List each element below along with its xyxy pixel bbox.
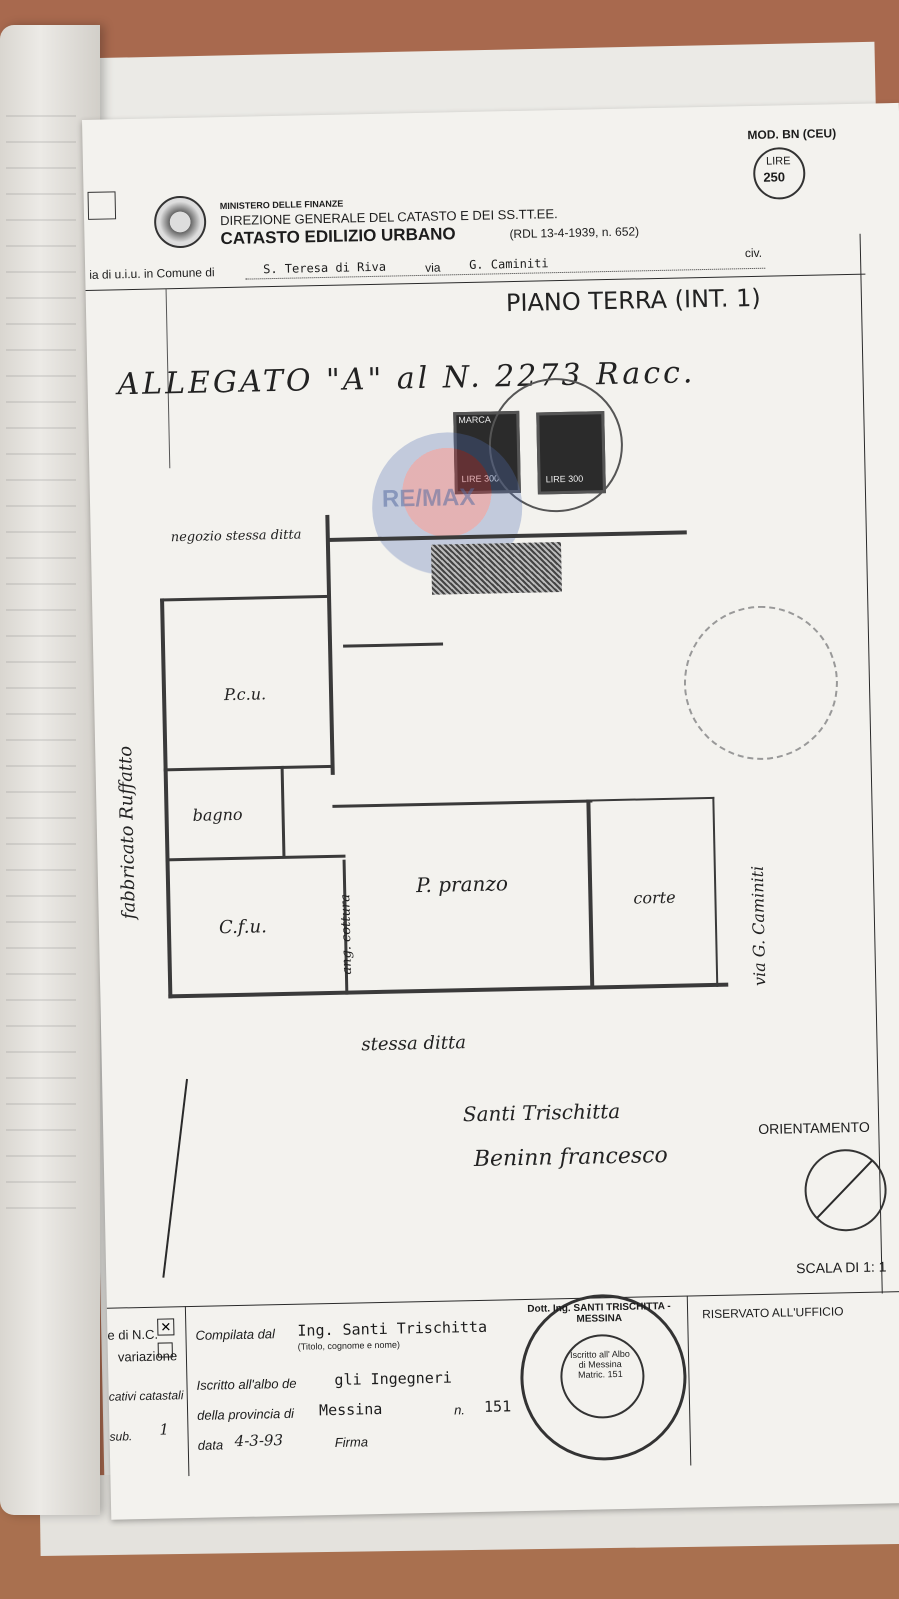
iscritto-label: Iscritto all'albo de <box>196 1375 297 1393</box>
fabbricato-label: fabbricato Ruffatto <box>115 745 140 920</box>
center-wall <box>325 514 335 775</box>
pranzo-label: P. pranzo <box>415 871 509 898</box>
via-caminiti-label: via G. Caminiti <box>747 865 770 987</box>
iscritto-value: gli Ingegneri <box>334 1368 453 1389</box>
landing-wall <box>343 642 444 648</box>
stamp-1-marca: MARCA <box>458 414 491 426</box>
piano-label: PIANO TERRA (INT. 1) <box>505 283 761 318</box>
provincia-value: Messina <box>318 1399 383 1420</box>
location-prefix: ia di u.i.u. in Comune di <box>89 265 215 282</box>
n-value: 151 <box>483 1397 512 1416</box>
upper-left-wall <box>160 594 331 602</box>
nc-label: e di N.C. <box>107 1326 159 1343</box>
lire-value: 250 <box>763 169 786 185</box>
catastali-label: cativi catastali <box>108 1388 184 1404</box>
binder-page-left <box>0 25 100 1515</box>
corte-label: corte <box>633 887 676 908</box>
watermark-text: RE/MAX <box>381 483 476 513</box>
compass-icon <box>803 1148 888 1233</box>
cadastral-form: MOD. BN (CEU) LIRE 250 MINISTERO DELLE F… <box>82 102 899 1520</box>
seal-outer-text: Dott. Ing. SANTI TRISCHITTA - MESSINA <box>527 1300 671 1325</box>
provincia-label: della provincia di <box>196 1405 295 1423</box>
scale-label: SCALA DI 1: 1 <box>796 1258 887 1277</box>
sub-value: 1 <box>159 1420 170 1439</box>
catasto-title: CATASTO EDILIZIO URBANO <box>220 224 456 249</box>
corner-box <box>87 191 117 220</box>
compilata-label: Compilata dal <box>195 1326 276 1343</box>
left-wall <box>160 598 173 999</box>
rdl: (RDL 13-4-1939, n. 652) <box>509 224 640 242</box>
room-1-label: P.c.u. <box>223 684 267 705</box>
corte-top-wall <box>586 796 715 802</box>
ministry: MINISTERO DELLE FINANZE <box>219 198 344 212</box>
emblem-icon <box>153 195 207 249</box>
via-label: via <box>425 260 441 275</box>
bagno-wall <box>165 854 346 862</box>
cottura-label: ang. cottura <box>338 893 355 975</box>
corte-right-wall <box>712 796 719 987</box>
negozio-label: negozio stessa ditta <box>170 527 302 546</box>
mid-wall <box>163 764 334 772</box>
bottom-wall <box>168 982 729 999</box>
stessa-ditta-label: stessa ditta <box>361 1032 467 1056</box>
nc-checkbox: ✕ <box>157 1318 175 1336</box>
office-stamp <box>682 604 840 762</box>
comune-value: S. Teresa di Riva <box>263 259 387 277</box>
allegato-label: ALLEGATO "A" al N. 2273 Racc. <box>117 355 696 403</box>
signature-stroke <box>162 1078 189 1278</box>
data-value: 4-3-93 <box>234 1431 284 1451</box>
seal-inner-text: Iscritto all' Albo di Messina Matric. 15… <box>569 1348 630 1380</box>
titolo-hint: (Titolo, cognome e nome) <box>297 1339 401 1352</box>
footer-col-2 <box>686 1295 692 1466</box>
data-label: data <box>197 1437 224 1453</box>
bagno-side-wall <box>280 765 286 858</box>
sub-label: sub. <box>109 1429 133 1444</box>
bagno-label: bagno <box>192 804 243 825</box>
room-2-label: C.f.u. <box>218 916 268 939</box>
civ-label: civ. <box>744 245 763 261</box>
staircase <box>430 542 562 595</box>
signature-1: Santi Trischitta <box>462 1098 621 1127</box>
footer-col-1 <box>184 1306 190 1477</box>
faded-text-lines <box>6 115 76 1215</box>
compilata-value: Ing. Santi Trischitta <box>297 1317 488 1340</box>
firma-label: Firma <box>334 1434 369 1450</box>
via-value: G. Caminiti <box>468 256 549 272</box>
n-label: n. <box>453 1402 466 1418</box>
orientation-label: ORIENTAMENTO <box>758 1118 870 1138</box>
lire-label: LIRE <box>765 155 791 168</box>
pranzo-top-wall <box>332 799 593 808</box>
signature-2: Beninn francesco <box>473 1142 668 1173</box>
riservato-label: RISERVATO ALL'UFFICIO <box>702 1304 844 1322</box>
variazione-checkbox <box>157 1342 173 1358</box>
pranzo-right-wall <box>586 799 595 990</box>
form-code: MOD. BN (CEU) <box>747 126 837 143</box>
